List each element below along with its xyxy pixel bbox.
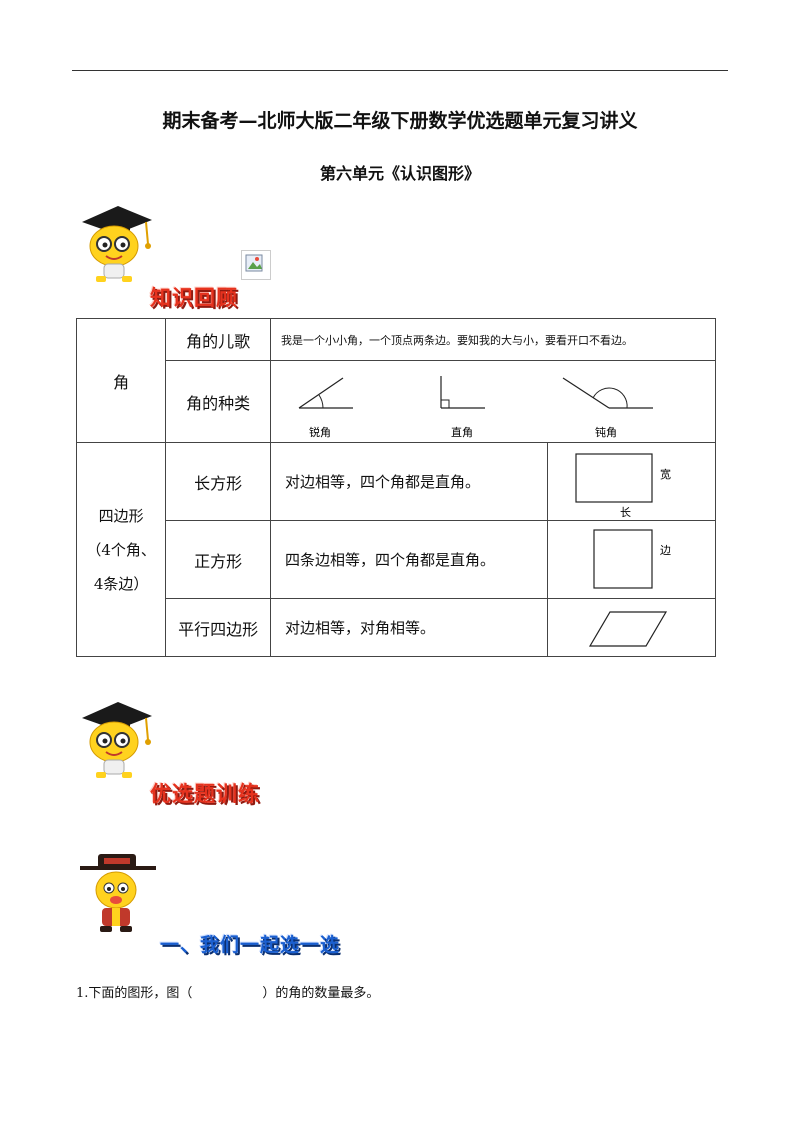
quadrilateral-label-line: 4条边） (93, 574, 149, 593)
angle-type-label: 直角 (451, 425, 473, 439)
header-rule (72, 70, 728, 71)
right-angle-figure (440, 375, 485, 409)
part-one-heading: 一、我们一起选一选 (160, 934, 341, 956)
practice-heading: 优选题训练 (150, 782, 260, 806)
parallelogram-desc: 对边相等，对角相等。 (269, 598, 548, 657)
question-text-after: ）的角的数量最多。 (262, 986, 380, 1001)
graduate-mascot-icon (82, 702, 152, 778)
acute-angle-figure (298, 377, 353, 409)
angle-poem-text: 我是一个小小角，一个顶点两条边。要知我的大与小，要看开口不看边。 (269, 318, 717, 361)
square-desc: 四条边相等，四个角都是直角。 (269, 520, 548, 599)
quadrilateral-label-line: （4个角、 (86, 540, 156, 559)
unit-subtitle: 第六单元《认识图形》 (319, 164, 480, 183)
angle-types-figures: 锐角 直角 钝角 (269, 360, 717, 443)
official-mascot-icon (80, 854, 156, 932)
square-name: 正方形 (165, 520, 271, 599)
broken-image-icon (241, 250, 271, 280)
rectangle-width-label: 宽 (660, 467, 671, 481)
rectangle-name: 长方形 (165, 442, 271, 521)
angle-type-label: 锐角 (309, 425, 331, 439)
quadrilateral-label-line: 四边形 (98, 506, 144, 525)
question-number: 1. (76, 986, 89, 1001)
parallelogram-name: 平行四边形 (165, 598, 271, 657)
rectangle-figure: 宽 长 (546, 442, 717, 521)
rectangle-desc: 对边相等，四个角都是直角。 (269, 442, 548, 521)
angle-label: 角 (75, 318, 167, 443)
knowledge-review-table: 角 角的儿歌 我是一个小小角，一个顶点两条边。要知我的大与小，要看开口不看边。 … (75, 318, 717, 657)
question-text-before: 下面的图形，图（ (88, 986, 193, 1001)
page-title: 期末备考—北师大版二年级下册数学优选题单元复习讲义 (162, 110, 638, 132)
rectangle-length-label: 长 (620, 506, 631, 519)
angle-type-label: 钝角 (595, 425, 617, 439)
square-figure: 边 (546, 520, 717, 599)
angle-poem-label: 角的儿歌 (165, 318, 271, 361)
square-side-label: 边 (660, 544, 671, 557)
angle-types-label: 角的种类 (165, 360, 271, 443)
review-heading: 知识回顾 (150, 286, 238, 310)
graduate-mascot-icon (82, 206, 152, 282)
obtuse-angle-figure (562, 376, 653, 409)
question-1: 1.下面的图形，图（ ）的角的数量最多。 (76, 982, 379, 1001)
quadrilateral-label: 四边形 （4个角、 4条边） (75, 442, 167, 657)
parallelogram-figure (546, 598, 717, 657)
